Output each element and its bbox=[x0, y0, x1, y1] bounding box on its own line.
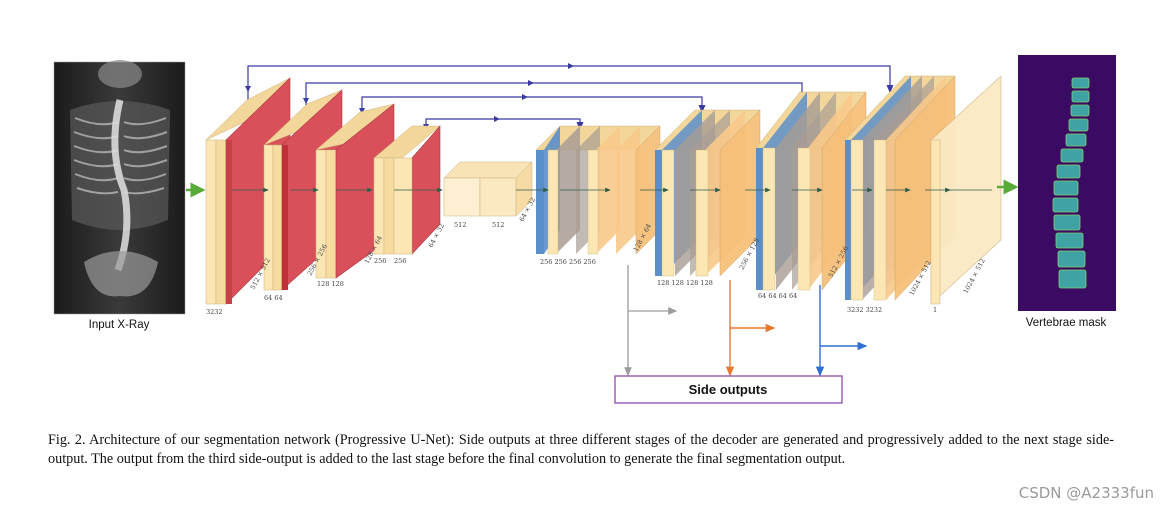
channels-enc2: 64 64 bbox=[264, 294, 283, 302]
channels-bottleneck-a: 512 bbox=[454, 221, 466, 229]
channels-bottleneck-b: 512 bbox=[492, 221, 504, 229]
decoder-block-2 bbox=[654, 109, 761, 277]
watermark: CSDN @A2333fun bbox=[1018, 484, 1154, 502]
channels-dec4: 3232 3232 bbox=[847, 306, 882, 314]
figure-caption: Fig. 2. Architecture of our segmentation… bbox=[48, 432, 1114, 467]
decoder-block-1 bbox=[535, 125, 661, 255]
vertebrae-mask-image bbox=[1018, 55, 1116, 311]
channels-enc1: 3232 bbox=[206, 308, 223, 316]
channels-enc4b: 256 bbox=[394, 257, 406, 265]
channels-dec2: 128 128 128 128 bbox=[657, 279, 713, 287]
side-outputs-label: Side outputs bbox=[689, 382, 768, 397]
unet-architecture-diagram: Input X-Ray bbox=[53, 55, 1116, 404]
output-label: Vertebrae mask bbox=[1026, 317, 1107, 329]
bottleneck-block bbox=[443, 161, 533, 217]
input-xray-image bbox=[53, 60, 186, 315]
channels-final: 1 bbox=[933, 306, 937, 314]
channels-enc4a: 256 bbox=[374, 257, 386, 265]
input-label: Input X-Ray bbox=[89, 319, 150, 331]
side-outputs-box bbox=[614, 375, 843, 404]
channels-enc3: 128 128 bbox=[317, 280, 344, 288]
channels-dec1: 256 256 256 256 bbox=[540, 258, 596, 266]
side-output-arrows bbox=[624, 265, 868, 377]
encoder-block-4 bbox=[373, 125, 441, 255]
channels-dec3: 64 64 64 64 bbox=[758, 292, 797, 300]
